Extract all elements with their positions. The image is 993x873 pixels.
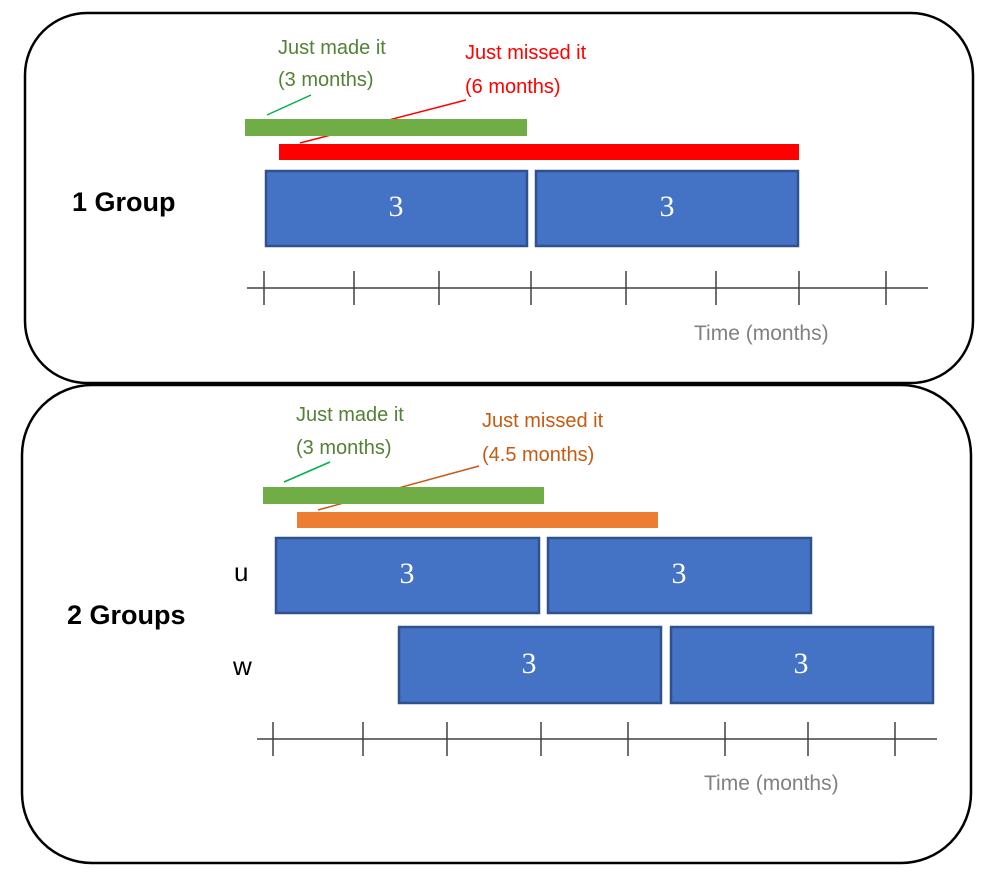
- panel-two-made-it-bar: [263, 487, 544, 504]
- panel-one-box-1-label: 3: [389, 190, 404, 223]
- panel-two-box-w2: [669, 625, 935, 705]
- panel-two-box-u2: [546, 536, 813, 615]
- panel-two-group-label: 2 Groups: [67, 600, 186, 630]
- panel-two-box-w1: [397, 625, 663, 705]
- panel-one-made-it-line1: Just made it: [278, 37, 386, 59]
- panel-two-box-u1: [274, 536, 541, 615]
- panel-two-made-it-line2: (3 months): [296, 437, 392, 459]
- panel-one-group-label: 1 Group: [72, 187, 176, 217]
- panel-two-axis-label: Time (months): [704, 772, 839, 795]
- panel-two-box-w2-label: 3: [794, 647, 809, 680]
- panel-one-made-it-line2: (3 months): [278, 69, 374, 91]
- panel-one-made-it-pointer: [266, 94, 312, 116]
- panel-two-missed-bar: [297, 512, 658, 528]
- panel-two-missed-line1: Just missed it: [482, 410, 604, 432]
- panel-two-box-u1-label: 3: [400, 557, 415, 590]
- panel-one-made-it-bar: [245, 119, 527, 136]
- panel-two-box-u2-label: 3: [672, 557, 687, 590]
- panel-two-row-w-label: w: [232, 651, 252, 681]
- panel-one-box-1: [264, 169, 529, 248]
- panel-one-missed-bar: [279, 144, 799, 160]
- panel-one-axis-ticks: [263, 271, 887, 305]
- panel-two-row-u-label: u: [234, 557, 248, 587]
- panel-one-missed-line1: Just missed it: [465, 42, 587, 64]
- panel-one-axis-label: Time (months): [694, 322, 829, 345]
- panel-two-axis-ticks: [272, 722, 896, 756]
- panel-two-made-it-line1: Just made it: [296, 404, 404, 426]
- panel-two-missed-line2: (4.5 months): [482, 444, 594, 466]
- panel-two-made-it-pointer: [283, 461, 331, 483]
- panel-one-box-2-label: 3: [660, 190, 675, 223]
- panel-one-missed-line2: (6 months): [465, 76, 561, 98]
- panel-two-box-w1-label: 3: [522, 647, 537, 680]
- panel-one-box-2: [534, 169, 800, 248]
- panel-two-frame: [20, 383, 973, 865]
